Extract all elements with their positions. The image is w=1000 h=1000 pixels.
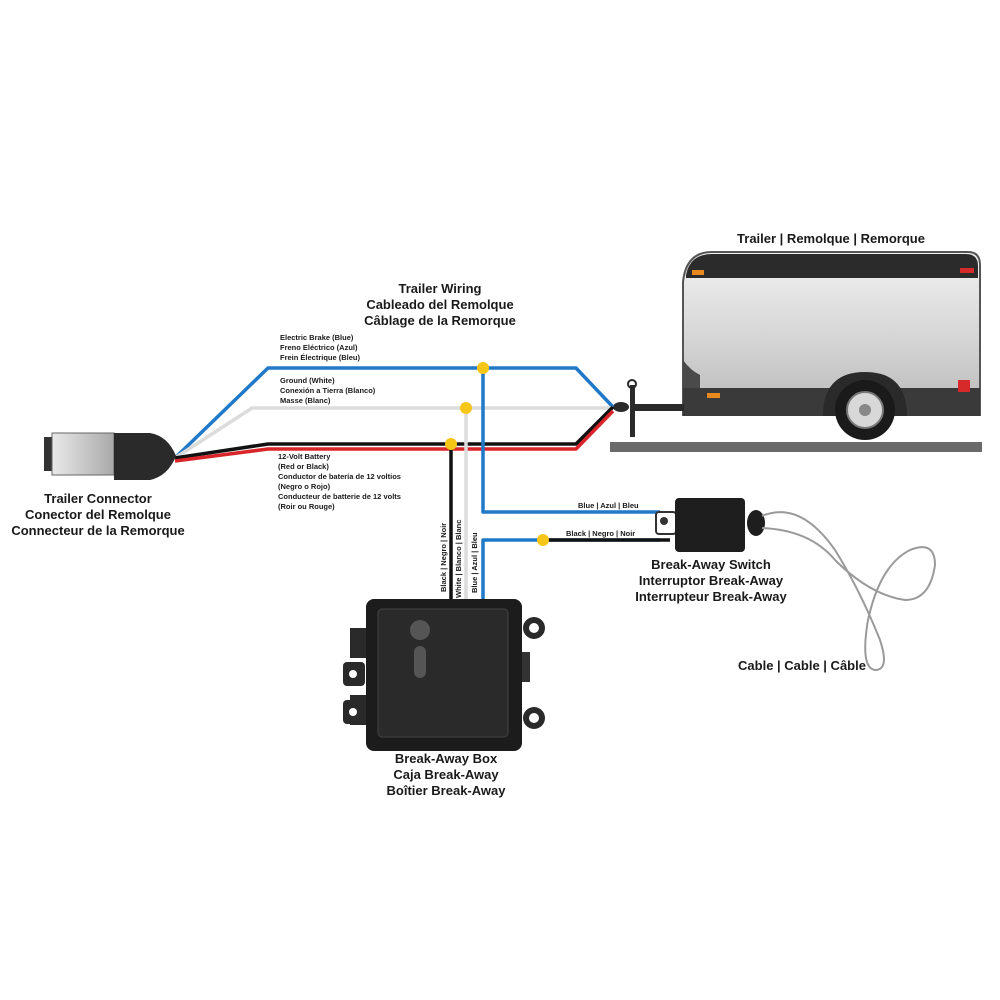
- electric-brake-label: Electric Brake (Blue) Freno Eléctrico (A…: [280, 333, 360, 363]
- junction-dot: [445, 438, 457, 450]
- battery-wire-red: [174, 409, 615, 463]
- ground-label-es: Conexión a Tierra (Blanco): [280, 386, 376, 395]
- battery-label-3: Conductor de batería de 12 voltios: [278, 472, 401, 481]
- black-vertical-label: Black | Negro | Noir: [439, 522, 448, 592]
- electric-brake-label-en: Electric Brake (Blue): [280, 333, 354, 342]
- battery-label-1: 12-Volt Battery: [278, 452, 331, 461]
- trailer-illustration: [613, 251, 981, 440]
- electric-brake-wire: [173, 366, 615, 460]
- trailer-title: Trailer | Remolque | Remorque: [700, 231, 962, 247]
- ground-label-en: Ground (White): [280, 376, 335, 385]
- ground-strip: [610, 442, 982, 452]
- cable-title: Cable | Cable | Câble: [738, 658, 866, 673]
- blue-switch-label: Blue | Azul | Bleu: [578, 501, 639, 510]
- trailer-wiring-title: Trailer Wiring Cableado del Remolque Câb…: [340, 281, 540, 329]
- electric-brake-label-es: Freno Eléctrico (Azul): [280, 343, 358, 352]
- junction-dot: [537, 534, 549, 546]
- blue-drop-wire: [481, 368, 660, 514]
- junction-dot: [460, 402, 472, 414]
- break-away-box-line-en: Break-Away Box: [394, 751, 498, 766]
- wires: [173, 366, 670, 601]
- break-away-switch-line-en: Break-Away Switch: [651, 557, 771, 572]
- break-away-box-line-es: Caja Break-Away: [393, 767, 499, 782]
- black-switch-label: Black | Negro | Noir: [566, 529, 636, 538]
- battery-wire-black: [174, 405, 615, 460]
- break-away-box: [343, 599, 545, 751]
- trailer-wiring-line-fr: Câblage de la Remorque: [364, 313, 516, 328]
- break-away-box-line-fr: Boîtier Break-Away: [386, 783, 506, 798]
- trailer-connector-line-fr: Connecteur de la Remorque: [11, 523, 185, 538]
- battery-label-6: (Roir ou Rouge): [278, 502, 335, 511]
- trailer-connector-line-es: Conector del Remolque: [25, 507, 171, 522]
- battery-label-4: (Negro o Rojo): [278, 482, 331, 491]
- blue-vertical-label: Blue | Azul | Bleu: [470, 532, 479, 593]
- trailer-connector-title: Trailer Connector Conector del Remolque …: [0, 491, 196, 539]
- trailer-connector-line-en: Trailer Connector: [44, 491, 152, 506]
- battery-label-2: (Red or Black): [278, 462, 329, 471]
- trailer-title-text: Trailer | Remolque | Remorque: [737, 231, 925, 246]
- break-away-switch-line-fr: Interrupteur Break-Away: [635, 589, 787, 604]
- break-away-box-title: Break-Away Box Caja Break-Away Boîtier B…: [354, 751, 538, 799]
- break-away-switch-title: Break-Away Switch Interruptor Break-Away…: [618, 557, 804, 605]
- junctions: [445, 362, 549, 546]
- ground-label-fr: Masse (Blanc): [280, 396, 331, 405]
- break-away-cable: [761, 511, 937, 672]
- electric-brake-label-fr: Frein Électrique (Bleu): [280, 353, 361, 362]
- white-vertical-label: White | Blanco | Blanc: [454, 519, 463, 598]
- battery-label: 12-Volt Battery (Red or Black) Conductor…: [278, 452, 401, 512]
- trailer-wiring-line-en: Trailer Wiring: [398, 281, 482, 296]
- break-away-switch-line-es: Interruptor Break-Away: [638, 573, 784, 588]
- junction-dot: [477, 362, 489, 374]
- battery-label-5: Conducteur de batterie de 12 volts: [278, 492, 401, 501]
- ground-wire: [174, 406, 613, 460]
- trailer-connector-plug: [44, 432, 176, 480]
- ground-label: Ground (White) Conexión a Tierra (Blanco…: [280, 376, 375, 406]
- trailer-wiring-line-es: Cableado del Remolque: [366, 297, 514, 312]
- break-away-switch: [655, 498, 765, 552]
